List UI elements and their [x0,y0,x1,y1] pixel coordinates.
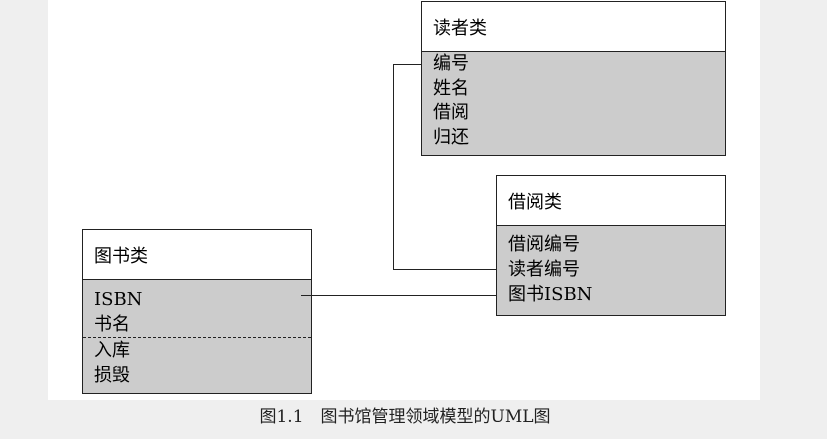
borrow-class-box: 借阅类 借阅编号 读者编号 图书ISBN [496,175,726,316]
reader-class-box: 读者类 编号 姓名 借阅 归还 [421,1,726,156]
attribute: 读者编号 [508,259,580,280]
attribute: 归还 [433,126,469,148]
reader-link-h2 [393,269,497,270]
attribute: ISBN [94,289,143,310]
operation: 入库 [94,340,130,361]
attribute: 书名 [94,314,130,335]
attribute: 图书ISBN [508,284,593,305]
book-class-box: 图书类 ISBN 书名 入库 损毁 [82,229,312,394]
compartment-divider [83,337,311,338]
reader-link-v [393,64,394,270]
book-class-title: 图书类 [83,230,311,280]
attribute: 借阅 [433,102,469,123]
attribute: 借阅编号 [508,234,580,255]
attribute: 编号 [433,53,469,74]
attribute: 姓名 [433,77,469,99]
figure-caption: 图1.1 图书馆管理领域模型的UML图 [259,407,551,427]
borrow-class-title: 借阅类 [497,176,725,226]
book-link [301,295,497,296]
operation: 损毁 [94,365,130,386]
reader-class-title: 读者类 [422,2,725,52]
reader-link-h1 [393,64,422,65]
